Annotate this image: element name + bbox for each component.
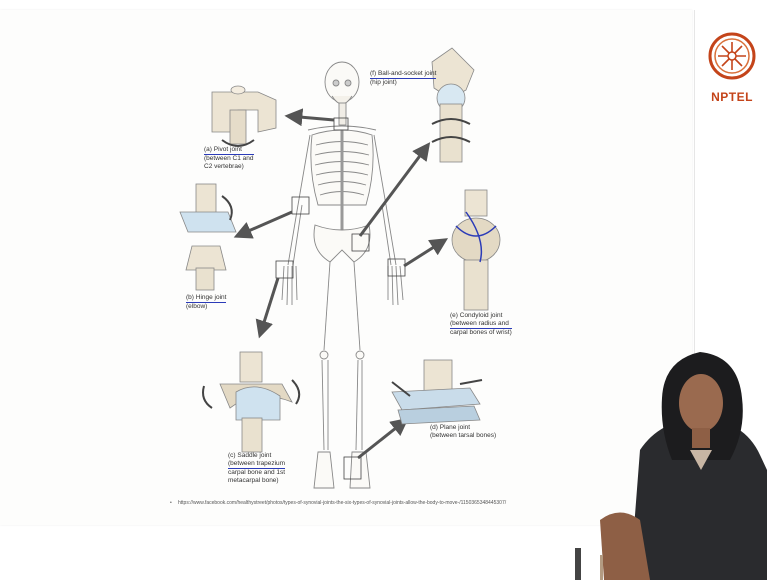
saddle-joint-label: (c) Saddle joint (between trapezium carp…	[228, 452, 285, 485]
pivot-joint-desc-2: C2 vertebrae)	[204, 163, 254, 171]
hinge-joint-title: (b) Hinge joint	[186, 294, 226, 303]
condyloid-joint-title: (e) Condyloid joint	[450, 312, 512, 320]
hinge-joint-illustration	[180, 184, 236, 290]
saddle-joint-desc-3: metacarpal bone)	[228, 477, 285, 485]
plane-joint-label: (d) Plane joint (between tarsal bones)	[430, 424, 496, 440]
pivot-joint-illustration	[212, 86, 276, 146]
plane-joint-illustration	[392, 360, 482, 424]
saddle-joint-desc-2: carpal bone and 1st	[228, 469, 285, 477]
hinge-joint-desc-1: (elbow)	[186, 303, 226, 311]
footnote-bullet: •	[170, 500, 172, 506]
pivot-joint-title: (a) Pivot joint	[204, 146, 254, 155]
hinge-joint-label: (b) Hinge joint (elbow)	[186, 294, 226, 311]
condyloid-joint-label: (e) Condyloid joint (between radius and …	[450, 312, 512, 337]
saddle-joint-desc-1: (between trapezium	[228, 460, 285, 469]
presenter	[575, 352, 767, 580]
pivot-joint-label: (a) Pivot joint (between C1 and C2 verte…	[204, 146, 254, 171]
condyloid-joint-desc-2: carpal bones of wrist)	[450, 329, 512, 337]
source-link[interactable]: https://www.facebook.com/healthystreet/p…	[178, 500, 506, 506]
plane-joint-title: (d) Plane joint	[430, 424, 496, 432]
ball-socket-label: (f) Ball-and-socket joint (hip joint)	[370, 70, 436, 87]
plane-joint-desc-1: (between tarsal bones)	[430, 432, 496, 440]
ball-socket-illustration	[432, 48, 474, 162]
pivot-joint-desc-1: (between C1 and	[204, 155, 254, 163]
saddle-joint-title: (c) Saddle joint	[228, 452, 285, 460]
ball-socket-desc-1: (hip joint)	[370, 79, 436, 87]
saddle-joint-illustration	[203, 352, 299, 452]
condyloid-joint-desc-1: (between radius and	[450, 320, 512, 329]
skeleton	[282, 62, 403, 488]
ball-socket-title: (f) Ball-and-socket joint	[370, 70, 436, 79]
condyloid-joint-illustration	[452, 190, 500, 310]
